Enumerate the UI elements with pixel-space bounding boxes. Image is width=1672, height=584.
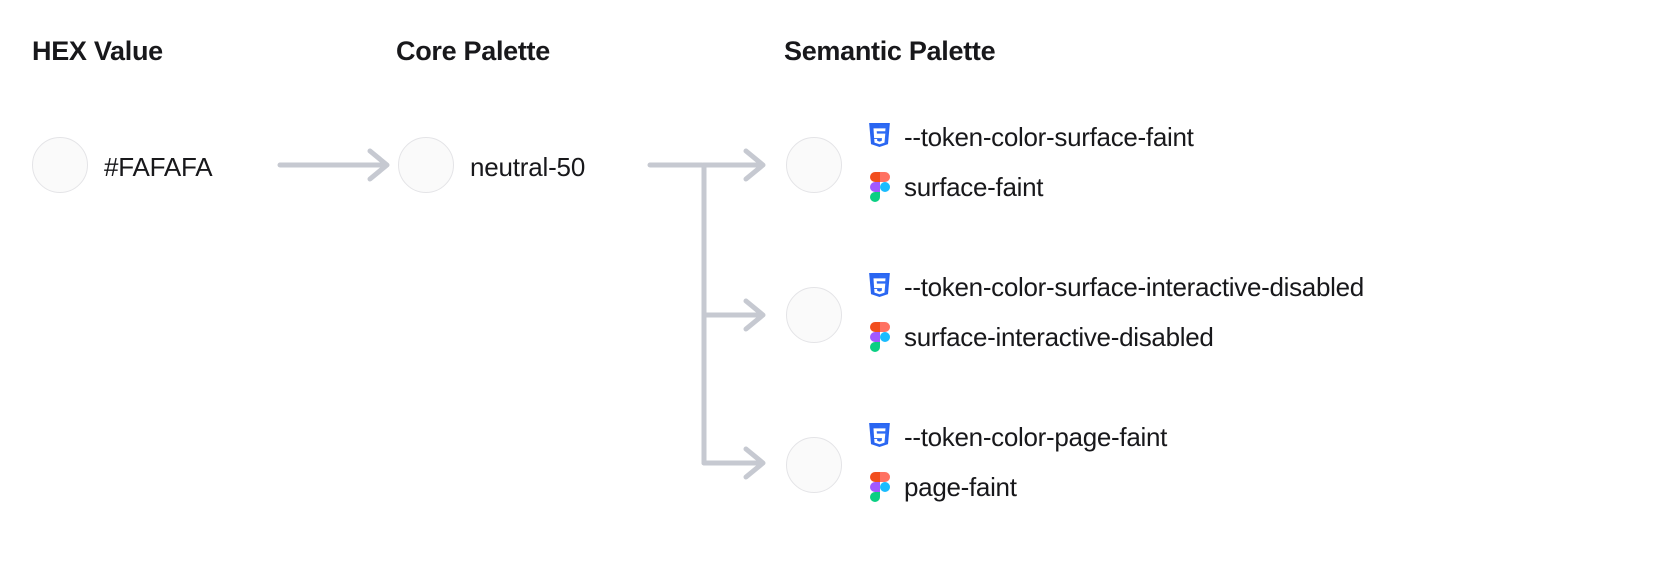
branch-arm-1-head [743,298,766,332]
figma-token-line-1: surface-interactive-disabled [866,318,1364,356]
semantic-token-group-1: --token-color-surface-interactive-disabl… [866,268,1364,356]
figma-token-label: surface-interactive-disabled [904,322,1214,352]
branch-arm-2-head [743,446,766,480]
figma-token-line-2: page-faint [866,468,1167,506]
figma-logo-icon [866,472,893,502]
css-token-line-1: --token-color-surface-interactive-disabl… [866,268,1364,306]
core-palette-label: neutral-50 [470,152,586,182]
semantic-token-group-2: --token-color-page-faint page-faint [866,418,1167,506]
arrow-hex-to-core-head [367,148,390,182]
css-token-line-0: --token-color-surface-faint [866,118,1194,156]
branch-arm-0-head [743,148,766,182]
figma-logo-icon [866,172,893,202]
figma-token-label: page-faint [904,472,1017,502]
css3-logo-icon [866,422,893,452]
hex-value-label: #FAFAFA [104,152,213,182]
css3-logo-icon [866,272,893,302]
swatch-semantic-0 [786,137,842,193]
css-token-line-2: --token-color-page-faint [866,418,1167,456]
swatch-core-palette [398,137,454,193]
css-token-label: --token-color-surface-faint [904,122,1194,152]
css-token-label: --token-color-page-faint [904,422,1168,452]
figma-token-line-0: surface-faint [866,168,1194,206]
column-heading-hex-value: HEX Value [32,36,163,66]
figma-token-label: surface-faint [904,172,1044,202]
swatch-semantic-1 [786,287,842,343]
css-token-label: --token-color-surface-interactive-disabl… [904,272,1364,302]
swatch-semantic-2 [786,437,842,493]
column-heading-semantic-palette: Semantic Palette [784,36,996,66]
figma-logo-icon [866,322,893,352]
css3-logo-icon [866,122,893,152]
swatch-hex-value [32,137,88,193]
column-heading-core-palette: Core Palette [396,36,550,66]
semantic-token-group-0: --token-color-surface-faint surface-fain… [866,118,1194,206]
